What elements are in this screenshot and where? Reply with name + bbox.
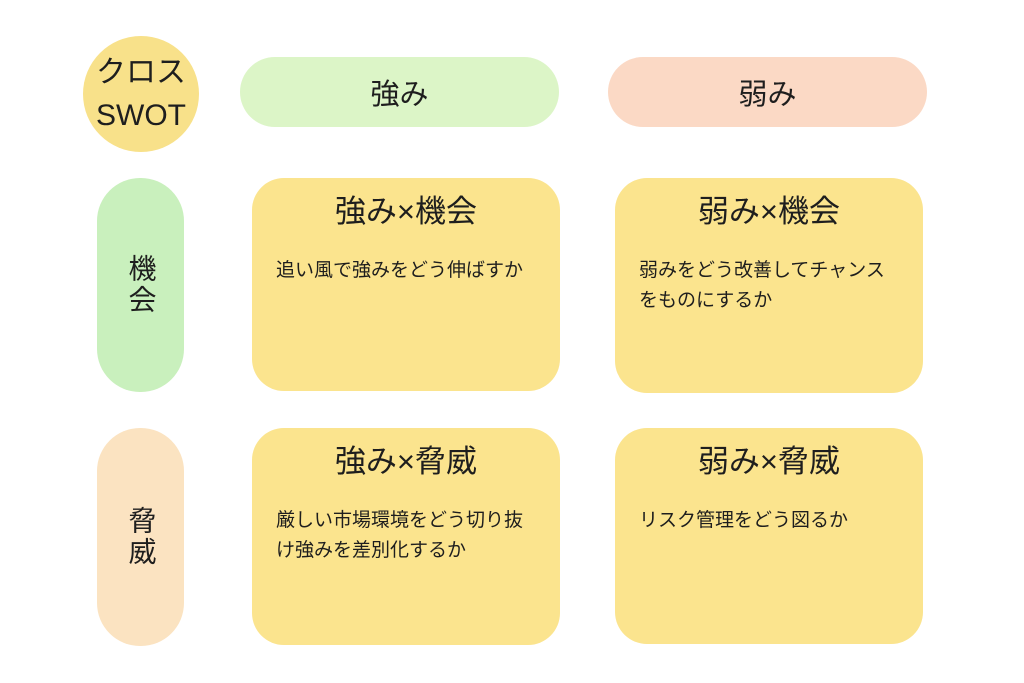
column-header-weaknesses: 弱み (608, 57, 927, 127)
badge-line-2: SWOT (96, 99, 186, 132)
column-header-weaknesses-label: 弱み (738, 79, 797, 111)
cell-strengths-threats-body: 厳しい市場環境をどう切り抜け強みを差別化するか (276, 510, 524, 561)
cell-weaknesses-opportunities-body: 弱みをどう改善してチャンスをものにするか (639, 260, 885, 311)
cell-strengths-opportunities: 強み×機会 追い風で強みをどう伸ばすか (252, 178, 560, 391)
column-header-strengths-label: 強み (370, 79, 429, 111)
row-header-opportunities-label: 機会 (125, 254, 157, 316)
cell-strengths-opportunities-body: 追い風で強みをどう伸ばすか (276, 260, 524, 281)
cell-weaknesses-threats-title: 弱み×脅威 (697, 444, 841, 479)
cell-strengths-threats-title: 強み×脅威 (334, 444, 478, 479)
cell-weaknesses-threats: 弱み×脅威 リスク管理をどう図るか (615, 428, 923, 644)
badge-line-1: クロス (96, 56, 186, 89)
cell-strengths-threats: 強み×脅威 厳しい市場環境をどう切り抜け強みを差別化するか (252, 428, 560, 645)
row-header-threats-label: 脅威 (125, 506, 157, 568)
cell-weaknesses-opportunities-title: 弱み×機会 (697, 194, 841, 229)
cell-weaknesses-opportunities: 弱み×機会 弱みをどう改善してチャンスをものにするか (615, 178, 923, 393)
row-header-threats: 脅威 (97, 428, 184, 646)
cell-strengths-opportunities-title: 強み×機会 (334, 194, 478, 229)
row-header-opportunities: 機会 (97, 178, 184, 392)
cell-weaknesses-threats-body: リスク管理をどう図るか (639, 510, 849, 531)
column-header-strengths: 強み (240, 57, 559, 127)
cross-swot-badge: クロス SWOT (83, 36, 199, 152)
